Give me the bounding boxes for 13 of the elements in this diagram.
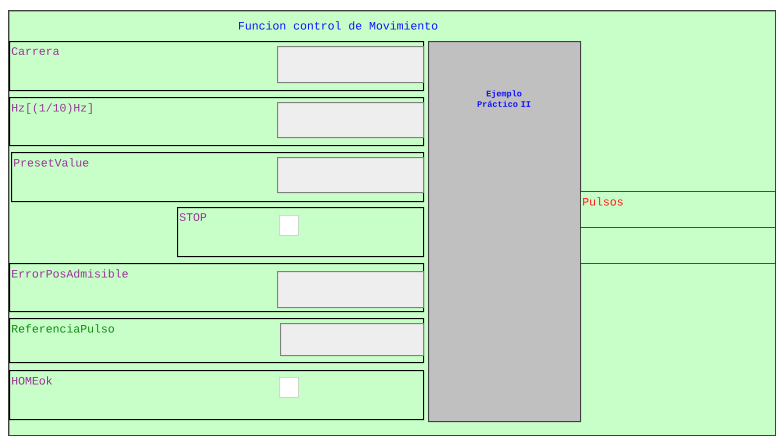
input-field (277, 157, 424, 194)
output-row: Pulsos (580, 191, 776, 228)
input-field (280, 323, 424, 356)
input-field (277, 271, 424, 308)
input-field (277, 102, 424, 138)
checkbox (279, 377, 299, 398)
input-field (277, 46, 424, 84)
output-row (580, 227, 776, 264)
node-label: Pulsos (583, 197, 623, 206)
checkbox (279, 215, 299, 236)
parameter-row: HOMEok (9, 370, 424, 420)
function-block: Ejemplo Práctico II (428, 41, 582, 422)
parameter-row: STOP (177, 207, 424, 258)
